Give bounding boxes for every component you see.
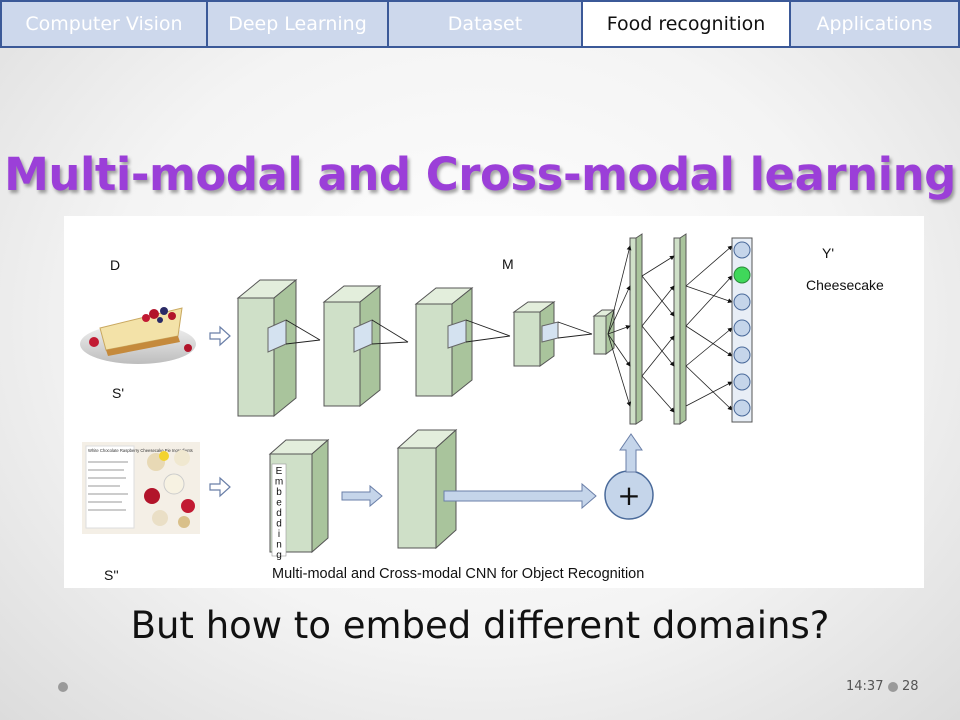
fc-layer-2 [673, 233, 687, 425]
output-label: Cheesecake [806, 277, 884, 293]
conv-layer-2 [322, 284, 382, 408]
conv-layer-3 [414, 286, 474, 398]
tab-dataset[interactable]: Dataset [387, 0, 583, 48]
fc-layer-1 [629, 233, 643, 425]
cheesecake-image [80, 296, 200, 366]
output-node [733, 293, 751, 311]
output-node-active [733, 266, 751, 284]
architecture-diagram: D M S' S'' Y' Cheesecake White Chocolate… [80, 233, 884, 583]
conv-layer-1 [236, 278, 298, 418]
footer-dot-left [58, 682, 68, 692]
figure-caption: Multi-modal and Cross-modal CNN for Obje… [272, 566, 644, 582]
label-s-prime: S' [112, 385, 124, 401]
label-d: D [110, 257, 120, 273]
recipe-image: White Chocolate Raspberry Cheesecake Pie… [82, 442, 200, 534]
recipe-card-title: White Chocolate Raspberry Cheesecake Pie… [88, 448, 193, 453]
output-node [733, 319, 751, 337]
output-node [733, 346, 751, 364]
label-m: M [502, 256, 514, 272]
section-nav: Computer Vision Deep Learning Dataset Fo… [0, 0, 960, 52]
output-layer [731, 237, 753, 423]
conv-layer-4 [512, 301, 559, 367]
page-number: 28 [902, 679, 919, 694]
output-node [733, 373, 751, 391]
footer-time: 14:37 [846, 679, 884, 694]
tab-deep-learning[interactable]: Deep Learning [206, 0, 389, 48]
tab-computer-vision[interactable]: Computer Vision [0, 0, 208, 48]
output-node [733, 241, 751, 259]
slide-title: Multi-modal and Cross-modal learning [4, 148, 956, 201]
recipe-conv-layer [396, 428, 458, 550]
conv-layer-5 [592, 309, 616, 355]
output-node [733, 399, 751, 417]
tab-food-recognition[interactable]: Food recognition [581, 0, 791, 48]
architecture-figure: D M S' S'' Y' Cheesecake White Chocolate… [64, 216, 924, 588]
label-s-double-prime: S'' [104, 567, 119, 583]
tab-applications[interactable]: Applications [789, 0, 960, 48]
slide-question: But how to embed different domains? [130, 604, 830, 647]
plus-symbol: + [617, 479, 640, 512]
footer-dot-right [888, 682, 898, 692]
label-y-prime: Y' [822, 245, 834, 261]
